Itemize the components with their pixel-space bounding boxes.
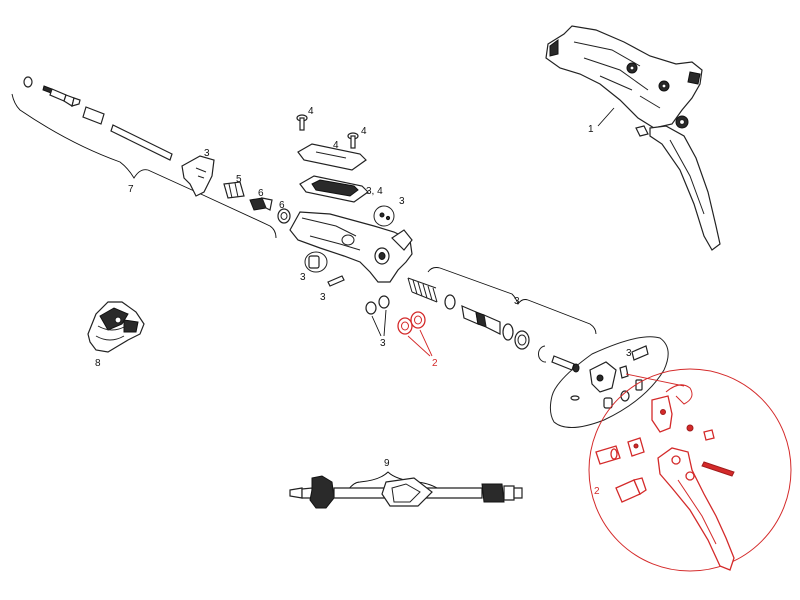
piston-assembly: 3	[407, 267, 597, 373]
lever-assembly: 1	[545, 25, 721, 251]
pivot-pin: 3	[320, 275, 345, 303]
hose-kit-group: 7	[11, 76, 277, 239]
label-hose-kit: 7	[128, 184, 134, 195]
label-clamp: 8	[95, 358, 101, 369]
barb-housing-kit: 3	[181, 148, 215, 197]
hose-kit-bracket	[11, 93, 277, 239]
red-detail-kit: 2	[588, 368, 792, 572]
hose-tube	[110, 124, 173, 161]
left-hardware-kit: 3	[300, 251, 328, 283]
label-cap-screw-b: 4	[361, 126, 367, 137]
label-barb-housing: 3	[204, 148, 210, 159]
reservoir-diaphragm: 3, 4	[299, 175, 383, 203]
label-bleed-tool: 9	[384, 458, 390, 469]
label-bleed-port: 3	[399, 196, 405, 207]
pushrod	[551, 355, 575, 371]
hose-barb-connector	[42, 85, 81, 107]
reservoir-cover: 4	[297, 140, 367, 171]
pivot-hardware-kit: 3	[549, 336, 669, 428]
bleed-tool: 9	[289, 458, 523, 509]
hose-sleeve	[82, 106, 105, 125]
cap-screw-a: 4	[296, 106, 314, 131]
piston	[461, 305, 514, 341]
label-reservoir-diaphragm: 3, 4	[366, 186, 383, 197]
master-cylinder-body: 4 4 4 3, 4	[289, 106, 413, 283]
label-lever-assembly: 1	[588, 124, 594, 135]
label-pivot-pin: 3	[320, 292, 326, 303]
label-compression-nut: 5	[236, 174, 242, 185]
circlip	[538, 345, 547, 363]
label-piston-kit: 3	[514, 296, 520, 307]
label-piston-seal-kit: 3	[380, 338, 386, 349]
label-reservoir-cover: 4	[333, 140, 339, 151]
label-left-hardware: 3	[300, 272, 306, 283]
compression-nut: 5	[223, 174, 245, 199]
bleed-port-kit: 3	[373, 196, 405, 227]
cap-screw-b: 4	[347, 126, 367, 149]
label-cap-screw-a: 4	[308, 106, 314, 117]
label-red-service-kit: 2	[432, 358, 438, 369]
piston-seal-kit: 3	[365, 295, 390, 349]
red-service-kit: 2	[397, 311, 438, 369]
label-barb-fitting: 6	[279, 200, 285, 211]
barb-fitting: 6	[277, 200, 291, 224]
label-barb-insert: 6	[258, 188, 264, 199]
piston-spring	[407, 277, 438, 303]
label-pivot-hardware: 3	[626, 348, 632, 359]
clamp: 8	[87, 301, 145, 369]
barb-insert: 6	[249, 188, 273, 211]
label-red-detail-kit: 2	[594, 486, 600, 497]
